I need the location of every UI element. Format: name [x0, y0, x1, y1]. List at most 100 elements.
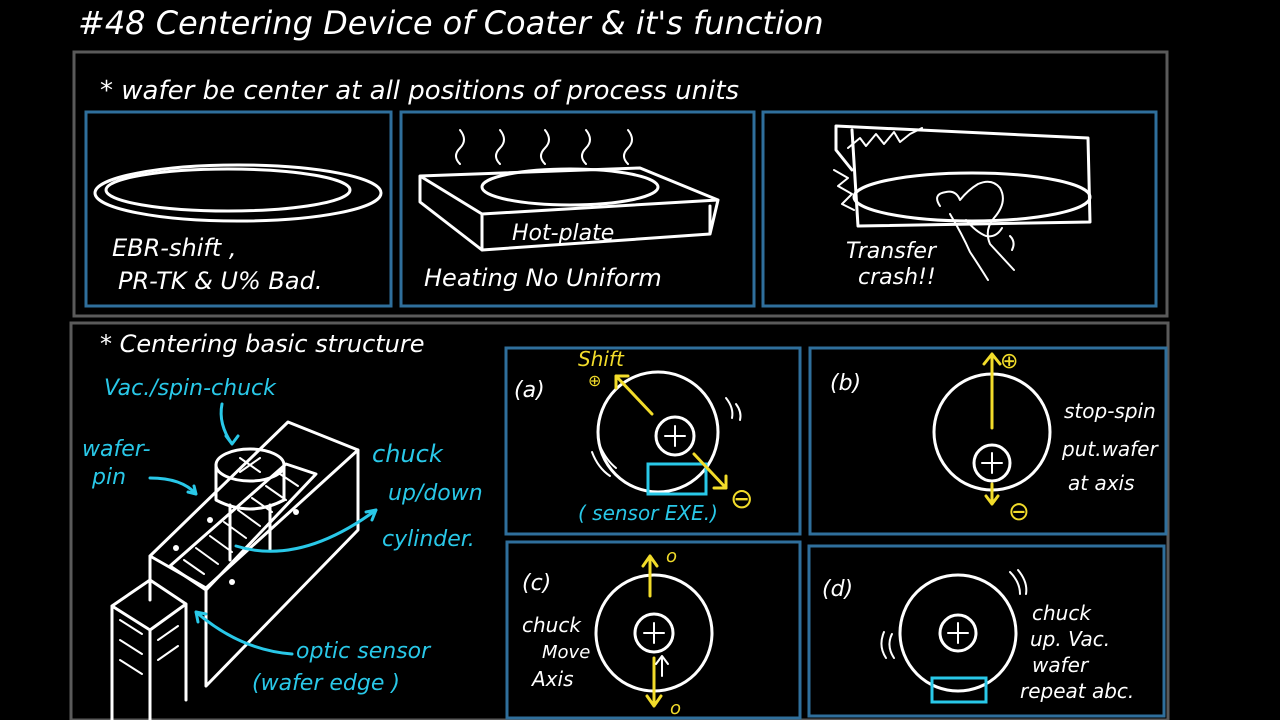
chuck-center [654, 415, 696, 457]
step-c-note-2: Move [542, 642, 590, 663]
label-chuck-cylinder-2: up/down [388, 481, 483, 506]
step-d-note-1: chuck [1032, 601, 1092, 625]
section-purpose-frame [72, 50, 1169, 318]
shift-arrow-up [614, 374, 654, 416]
step-d-note-4: repeat abc. [1020, 679, 1134, 703]
panel-frame [399, 110, 756, 308]
panel-frame [505, 540, 802, 720]
wafer-circle [898, 573, 1018, 693]
arrow-down [645, 656, 663, 708]
wafer-outer-ellipse [93, 163, 383, 223]
arrow-to-chuck [219, 402, 240, 446]
panel-hot-plate-caption: Heating No Uniform [424, 264, 662, 292]
arrow-to-optic-sensor [194, 610, 294, 656]
panel-transfer-crash: Transfer crash!! [761, 110, 1158, 308]
step-b-tag: (b) [830, 371, 861, 396]
plus-icon [947, 622, 969, 644]
mechanism-slot [168, 462, 318, 592]
chuck-cross-icon [239, 457, 261, 473]
step-a-caption: ( sensor EXE.) [578, 501, 718, 525]
robot-arm-icon [936, 180, 1015, 281]
step-b-note-2: put.wafer [1061, 437, 1160, 461]
panel-ebr-shift: EBR-shift , PR-TK & U% Bad. [84, 110, 393, 308]
step-d-panel: (d) chuck up. Vac. wafer repeat abc. [807, 544, 1166, 718]
chuck-move-arrow [655, 655, 669, 677]
optic-sensor-block [110, 578, 188, 720]
step-a-panel: (a) Shift ⊕ ⊖ ( sensor EXE.) [504, 346, 802, 536]
plus-icon [664, 425, 686, 447]
step-b-plus-sign: ⊕ [1000, 349, 1018, 374]
label-optic-sensor-2: (wafer edge ) [252, 671, 400, 696]
label-wafer-pin-2: pin [91, 465, 126, 490]
step-d-tag: (d) [822, 577, 853, 602]
step-c-tag: (c) [522, 571, 551, 596]
edge-sensor-box [646, 462, 708, 496]
wafer-circle [596, 370, 720, 494]
hot-plate-body [418, 166, 720, 252]
step-b-panel: (b) ⊕ ⊖ stop-spin put.wafer at axis [808, 346, 1168, 536]
label-chuck-cylinder-1: chuck [372, 440, 444, 468]
chuck-center [633, 612, 675, 654]
step-a-plus-sign: ⊕ [588, 371, 601, 390]
wafer-pin-dot [229, 579, 235, 585]
label-chuck-cylinder-3: cylinder. [382, 527, 475, 552]
panel-ebr-line2: PR-TK & U% Bad. [118, 267, 322, 295]
step-d-note-2: up. Vac. [1030, 627, 1110, 651]
wafer-pin-dot [173, 545, 179, 551]
label-wafer-pin-1: wafer- [82, 437, 151, 462]
step-a-shift-label: Shift [578, 347, 625, 371]
arrow-down [984, 482, 1000, 506]
step-b-note-3: at axis [1068, 471, 1135, 495]
panel-frame [761, 110, 1158, 308]
label-vac-spin-chuck: Vac./spin-chuck [104, 376, 277, 401]
spin-mark [725, 397, 742, 421]
panel-transfer-line2: crash!! [858, 265, 936, 290]
plus-icon [643, 622, 665, 644]
section-structure-heading: * Centering basic structure [100, 330, 425, 358]
step-b-note-1: stop-spin [1064, 399, 1156, 423]
chuck-center [938, 613, 978, 653]
panel-hot-plate: Hot-plate Heating No Uniform [399, 110, 756, 308]
section-structure-frame [69, 321, 1170, 720]
panel-transfer-line1: Transfer [846, 239, 938, 264]
arrow-to-cylinder [234, 508, 378, 553]
panel-ebr-line1: EBR-shift , [112, 234, 236, 262]
step-c-bottom-mark: o [670, 698, 681, 719]
step-a-minus-sign: ⊖ [730, 482, 753, 515]
plus-icon [981, 452, 1003, 474]
wafer-inner-ellipse [104, 167, 352, 213]
sensor-hatching [119, 619, 179, 675]
arrow-to-wafer-pin [148, 476, 198, 496]
step-b-minus-sign: ⊖ [1008, 497, 1030, 527]
step-c-top-mark: o [666, 546, 677, 567]
arrow-up [641, 554, 659, 598]
slot-hatching [183, 473, 299, 575]
shift-arrow-down [692, 452, 728, 490]
wafer-on-plate [480, 167, 660, 207]
spin-mark [1009, 569, 1028, 595]
centering-mechanism-drawing [110, 420, 360, 720]
edge-sensor-box [930, 676, 988, 704]
panel-frame [504, 346, 802, 536]
arrow-up [982, 352, 1002, 430]
step-c-note-1: chuck [522, 613, 582, 637]
step-c-panel: (c) o o chuck Move Axis [505, 540, 802, 720]
panel-frame [807, 544, 1166, 718]
crash-spark-icon [833, 127, 923, 211]
panel-frame [84, 110, 393, 308]
wafer-pin-dot [207, 517, 213, 523]
spin-mark [591, 445, 617, 477]
wafer-in-chamber [852, 171, 1092, 223]
section-purpose-heading: * wafer be center at all positions of pr… [100, 76, 739, 106]
step-d-note-3: wafer [1032, 653, 1090, 677]
spin-mark [880, 631, 895, 659]
page-title: #48 Centering Device of Coater & it's fu… [78, 4, 824, 42]
panel-frame [808, 346, 1168, 536]
spin-chuck-body [214, 463, 286, 562]
heat-waves-icon [455, 129, 633, 165]
wafer-pin-dot [293, 509, 299, 515]
step-a-tag: (a) [514, 378, 545, 403]
chuck-center [972, 443, 1012, 483]
label-optic-sensor-1: optic sensor [296, 639, 432, 664]
